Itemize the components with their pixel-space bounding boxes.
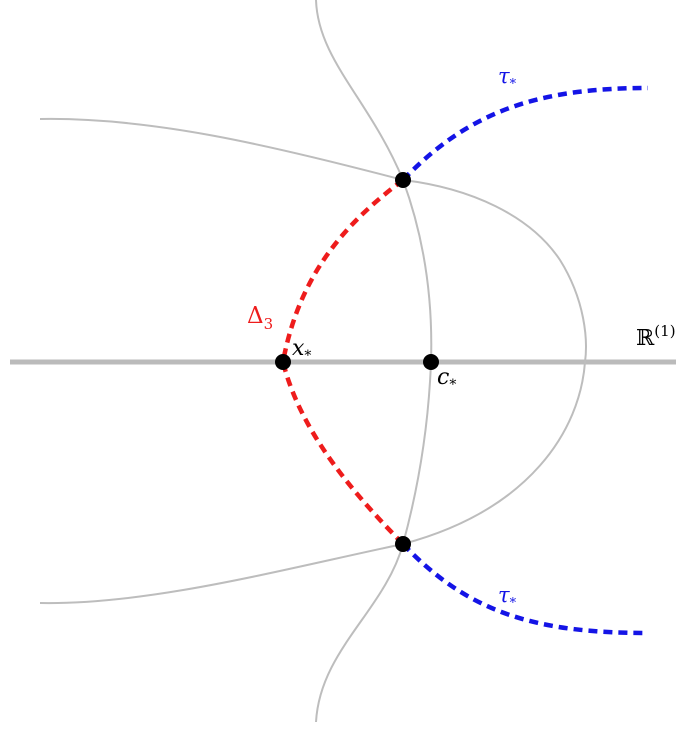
label-x-star: x*: [292, 336, 311, 364]
tau-bottom-path: [401, 542, 649, 636]
tau-top-path: [401, 85, 649, 182]
label-tau-bottom: τ*: [498, 583, 517, 611]
point-upper: [395, 172, 411, 188]
label-tau-top: τ*: [498, 64, 517, 92]
label-c-star: c*: [437, 365, 456, 393]
label-delta3: Δ3: [247, 303, 273, 333]
label-real-axis: ℝ(1): [636, 322, 676, 351]
delta3-path: [280, 178, 405, 546]
curve-upper-left-to-right-arc: [39, 117, 587, 605]
point-x-star: [275, 354, 291, 370]
point-lower: [395, 536, 411, 552]
point-c-star: [423, 354, 439, 370]
